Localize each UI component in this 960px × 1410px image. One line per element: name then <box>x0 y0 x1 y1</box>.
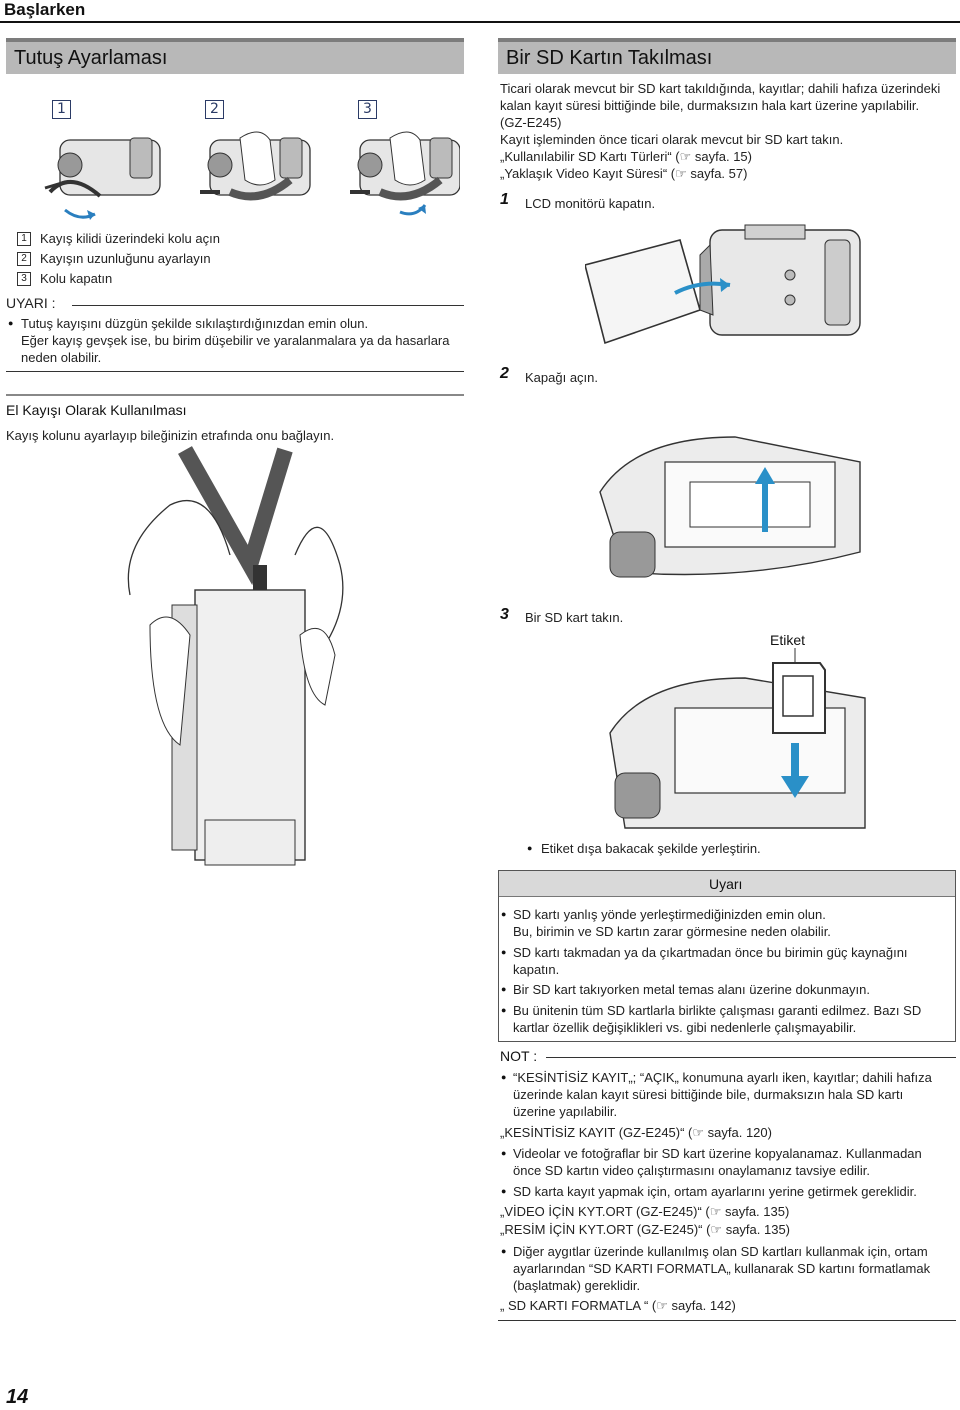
intro-line-3: (GZ-E245) <box>500 115 562 130</box>
warning-title: Uyarı <box>709 876 743 892</box>
page-number: 14 <box>6 1386 29 1408</box>
section-bar-sd: Bir SD Kartın Takılması <box>498 38 956 74</box>
warning-item-1-line-1: SD kartı yanlış yönde yerleştirmediğiniz… <box>513 907 826 922</box>
handstrap-illustration <box>127 446 344 866</box>
note-2-line-1: Videolar ve fotoğraflar bir SD kart üzer… <box>513 1146 922 1161</box>
figure-label-2: 2 <box>205 100 224 119</box>
note-1-link[interactable]: „KESİNTİSİZ KAYIT (GZ-E245)“ (☞ sayfa. 1… <box>500 1125 772 1140</box>
figure-label-1: 1 <box>52 100 71 119</box>
bullet-icon: ● <box>501 947 507 957</box>
camera-illustration-1 <box>44 137 161 220</box>
cover-open-illustration <box>599 436 861 578</box>
note-4-link[interactable]: „ SD KARTI FORMATLA “ (☞ sayfa. 142) <box>500 1298 736 1313</box>
section-title-sd: Bir SD Kartın Takılması <box>506 47 713 69</box>
intro-line-4: Kayıt işleminden önce ticari olarak mevc… <box>500 132 844 147</box>
bullet-icon: ● <box>8 318 14 328</box>
section-bar-grip: Tutuş Ayarlaması <box>6 38 464 74</box>
step-number-2: 2 <box>17 252 31 266</box>
warning-box <box>498 870 956 1042</box>
bullet-icon: ● <box>501 1072 507 1082</box>
caution-line-1: Tutuş kayışını düzgün şekilde sıkılaştır… <box>21 316 369 331</box>
caution-label: UYARI : <box>6 295 56 311</box>
warning-item-4-line-2: kartlar özellik değişiklikleri vs. gibi … <box>513 1020 857 1035</box>
intro-link-2[interactable]: „Yaklaşık Video Kayıt Süresi“ (☞ sayfa. … <box>500 166 748 181</box>
warning-item-2-line-1: SD kartı takmadan ya da çıkartmadan önce… <box>513 945 908 960</box>
step-number-1: 1 <box>17 232 31 246</box>
intro-line-2: kalan kayıt süresi bittiğinde bile, durm… <box>500 98 920 113</box>
note-4-line-3: (başlatmak) gereklidir. <box>513 1278 641 1293</box>
camera-illustration-2 <box>200 131 311 201</box>
card-insert-illustration <box>609 648 866 829</box>
caution-line-2: Eğer kayış gevşek ise, bu birim düşebili… <box>21 333 450 348</box>
header-rule <box>0 21 960 23</box>
lcd-close-illustration <box>585 224 861 345</box>
note-rule-top <box>546 1057 956 1058</box>
sd-step-number-2: 2 <box>500 365 509 382</box>
bullet-icon: ● <box>501 984 507 994</box>
sd-step-number-1: 1 <box>500 191 509 208</box>
warning-item-2-line-2: kapatın. <box>513 962 560 977</box>
bullet-icon: ● <box>501 1186 507 1196</box>
note-4-line-2: ayarlarından “SD KARTI FORMATLA„ kullana… <box>513 1261 931 1276</box>
intro-line-1: Ticari olarak mevcut bir SD kart takıldı… <box>500 81 941 96</box>
caution-rule-top <box>72 305 464 306</box>
bullet-icon: ● <box>501 1246 507 1256</box>
warning-item-3-line-1: Bir SD kart takıyorken metal temas alanı… <box>513 982 870 997</box>
note-1-line-1: “KESİNTİSİZ KAYIT„; “AÇIK„ konumuna ayar… <box>513 1070 932 1085</box>
step-number-3: 3 <box>17 272 31 286</box>
bullet-icon: ● <box>501 1005 507 1015</box>
intro-link-1[interactable]: „Kullanılabilir SD Kartı Türleri“ (☞ say… <box>500 149 752 164</box>
sd-step-text-1: LCD monitörü kapatın. <box>525 196 656 211</box>
step-text-2: Kayışın uzunluğunu ayarlayın <box>40 251 211 266</box>
note-3-link-2[interactable]: „RESİM İÇİN KYT.ORT (GZ-E245)“ (☞ sayfa.… <box>500 1222 791 1237</box>
sd-step-number-3: 3 <box>500 606 509 623</box>
etiket-label: Etiket <box>770 632 806 648</box>
caution-rule-bottom <box>6 371 464 372</box>
section-title-grip: Tutuş Ayarlaması <box>14 47 168 69</box>
page-title: Başlarken <box>4 0 86 19</box>
camera-illustration-3 <box>350 131 460 216</box>
note-3-link-1[interactable]: „VİDEO İÇİN KYT.ORT (GZ-E245)“ (☞ sayfa.… <box>500 1204 790 1219</box>
note-rule-bottom <box>498 1320 956 1321</box>
handstrap-title: El Kayışı Olarak Kullanılması <box>6 402 187 418</box>
note-label: NOT : <box>500 1048 538 1064</box>
grip-illustrations <box>44 131 460 220</box>
caution-line-3: neden olabilir. <box>21 350 102 365</box>
handstrap-rule <box>6 394 464 396</box>
warning-item-4-line-1: Bu ünitenin tüm SD kartlarla birlikte ça… <box>513 1003 922 1018</box>
step-text-3: Kolu kapatın <box>40 271 113 286</box>
note-2-line-2: önce SD kartın video çalıştırmasını onay… <box>513 1163 870 1178</box>
bullet-icon: ● <box>527 843 533 853</box>
bullet-icon: ● <box>501 1148 507 1158</box>
step-text-1: Kayış kilidi üzerindeki kolu açın <box>40 231 220 246</box>
handstrap-text: Kayış kolunu ayarlayıp bileğinizin etraf… <box>6 428 335 443</box>
etiket-note: Etiket dışa bakacak şekilde yerleştirin. <box>541 841 761 856</box>
note-3-line-1: SD karta kayıt yapmak için, ortam ayarla… <box>513 1184 917 1199</box>
sd-step-text-3: Bir SD kart takın. <box>525 610 624 625</box>
warning-item-1-line-2: Bu, birimin ve SD kartın zarar görmesine… <box>513 924 831 939</box>
note-1-line-2: üzerinde kalan kayıt süresi bittiğinde b… <box>513 1087 904 1102</box>
sd-step-text-2: Kapağı açın. <box>525 370 598 385</box>
note-4-line-1: Diğer aygıtlar üzerinde kullanılmış olan… <box>513 1244 928 1259</box>
note-1-line-3: üzerine yapılabilir. <box>513 1104 618 1119</box>
warning-header <box>499 871 955 897</box>
page-header: Başlarken <box>0 0 960 23</box>
figure-label-3: 3 <box>358 100 377 119</box>
bullet-icon: ● <box>501 909 507 919</box>
